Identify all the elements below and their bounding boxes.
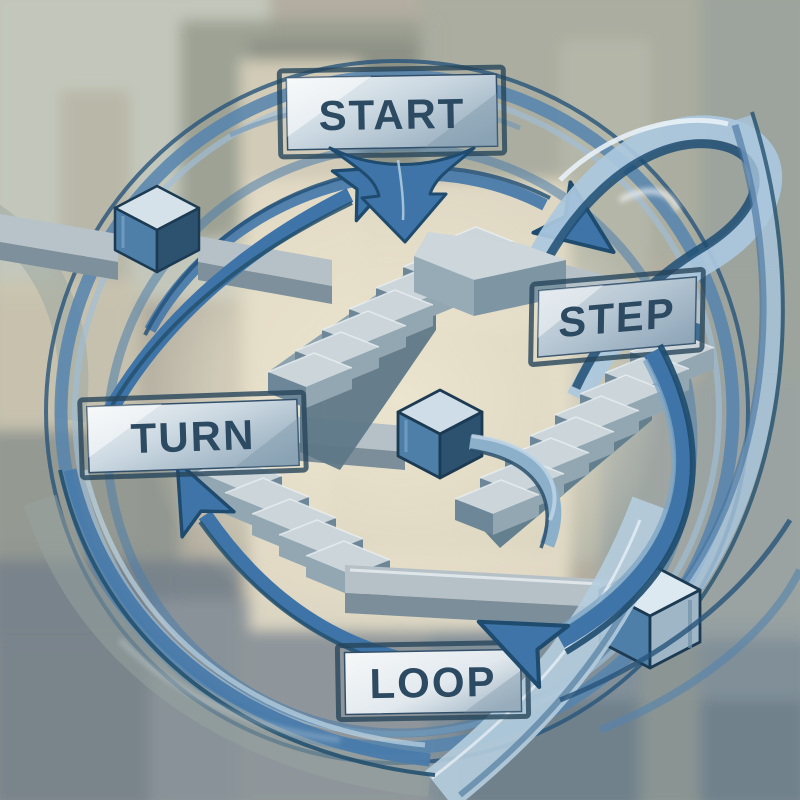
pipe-from-center-cube <box>468 434 562 549</box>
staircase-right <box>454 332 715 548</box>
start-down-arrow <box>328 146 476 244</box>
cube-top-left <box>113 184 201 274</box>
staircase-top <box>267 226 515 470</box>
start-label: START <box>318 90 466 140</box>
step-label: STEP <box>558 289 676 346</box>
turn-plaque: TURN <box>77 389 309 481</box>
cube-center <box>396 388 484 480</box>
loop-label: LOOP <box>369 658 497 707</box>
start-plaque: START <box>276 64 508 160</box>
bottom-platform <box>345 565 618 628</box>
turn-label: TURN <box>130 411 256 462</box>
step-plaque: STEP <box>528 267 706 367</box>
brush-highlights <box>118 188 681 742</box>
top-landing <box>414 232 566 316</box>
arrow-to-loop <box>465 343 696 688</box>
beam-top-left <box>0 214 332 304</box>
loop-plaque: LOOP <box>334 639 532 723</box>
